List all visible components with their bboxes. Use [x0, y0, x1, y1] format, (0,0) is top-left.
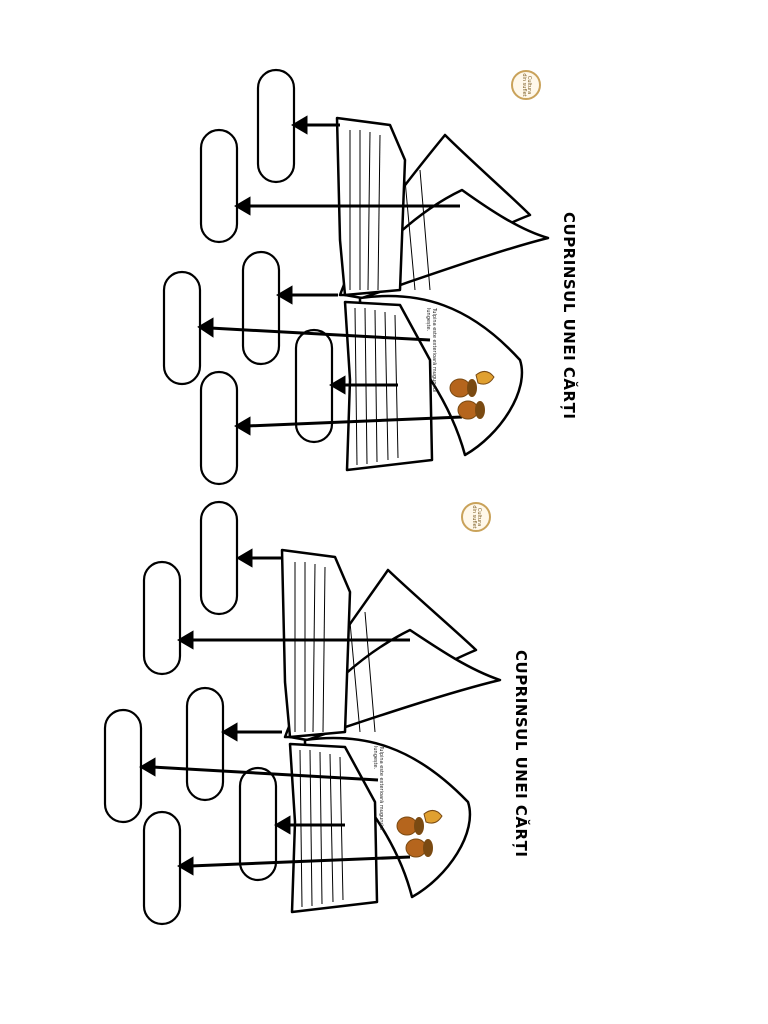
answer-box-4[interactable]	[162, 270, 202, 386]
worksheet-sheet-bottom: CUPRINSUL UNEI CĂRȚI Tulpina este exteri…	[0, 500, 768, 972]
arrow-left-icon	[276, 285, 293, 305]
arrow-left-icon	[221, 722, 238, 742]
logo-badge-icon: Cultura din suflet	[461, 502, 491, 532]
answer-box-2[interactable]	[142, 560, 182, 676]
arrow-left-icon	[234, 196, 251, 216]
arrow-left-icon	[197, 317, 214, 338]
answer-box-1[interactable]	[256, 68, 296, 184]
arrow-left-icon	[274, 815, 291, 835]
acorn-icon	[449, 371, 495, 420]
logo-badge-icon: Cultura din suflet	[511, 70, 541, 100]
arrow-left-icon	[234, 416, 251, 436]
arrow-left-icon	[236, 548, 253, 568]
answer-box-4[interactable]	[103, 708, 143, 824]
logo-badge-text: Cultura din suflet	[471, 505, 482, 529]
answer-box-1[interactable]	[199, 500, 239, 616]
acorn-icon	[396, 810, 443, 858]
answer-box-3[interactable]	[241, 250, 281, 366]
open-book-icon	[103, 500, 502, 926]
answer-box-2[interactable]	[199, 128, 239, 244]
page-note-text: Tulpina este exterioară mugurului lungeș…	[372, 746, 384, 831]
arrow-left-icon	[177, 856, 194, 876]
book-spine-block	[280, 548, 352, 739]
page-note-text: Tulpina este exterioară mugurului lungeș…	[425, 308, 437, 393]
arrow-left-icon	[329, 375, 346, 395]
worksheet-title: CUPRINSUL UNEI CĂRȚI	[512, 650, 530, 858]
answer-box-6[interactable]	[199, 370, 239, 486]
arrow-left-icon	[291, 115, 308, 135]
arrow-left-icon	[177, 630, 194, 650]
answer-box-3[interactable]	[185, 686, 225, 802]
worksheet-sheet-top: CUPRINSUL UNEI CĂRȚI Tulpina este exteri…	[0, 40, 768, 510]
worksheet-title: CUPRINSUL UNEI CĂRȚI	[560, 212, 578, 420]
logo-badge-text: Cultura din suflet	[521, 73, 532, 97]
answer-box-6[interactable]	[142, 810, 182, 926]
arrow-left-icon	[139, 757, 156, 777]
open-book-icon	[162, 68, 550, 486]
